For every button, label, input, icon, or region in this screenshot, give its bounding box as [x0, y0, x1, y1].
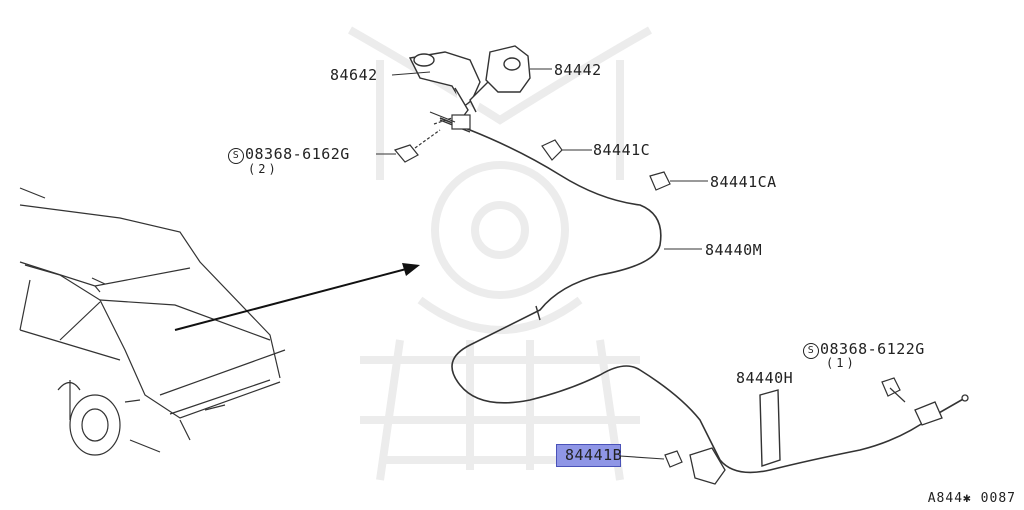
qty-lower: (1)	[826, 356, 857, 370]
bracket-lever-84642	[408, 51, 481, 119]
watermark-logo	[348, 26, 652, 481]
highlight-box	[556, 444, 621, 467]
label-84642[interactable]: 84642	[330, 66, 378, 84]
opener-cable	[439, 117, 966, 474]
screw-symbol-icon: S	[803, 343, 819, 359]
qty-upper: (2)	[248, 162, 279, 176]
label-84442[interactable]: 84442	[554, 61, 602, 79]
bolt-lower-code: 08368-6122G	[820, 340, 925, 358]
leader-lines	[376, 68, 708, 460]
label-84440m[interactable]: 84440M	[705, 241, 763, 259]
label-84441c[interactable]: 84441C	[593, 141, 651, 159]
bolt-upper-code: 08368-6162G	[245, 145, 350, 163]
bolt-lower	[881, 377, 906, 403]
pointer-arrow	[174, 263, 420, 331]
screw-symbol-icon: S	[228, 148, 244, 164]
bracket-84442	[469, 45, 531, 113]
clip-84441c	[541, 139, 563, 161]
grommet-84440h	[759, 389, 781, 467]
cable-top-end	[429, 111, 471, 130]
label-84441b[interactable]: 84441B	[565, 446, 623, 464]
reference-code: A844✱ 0087	[927, 491, 1016, 506]
bolt-upper	[393, 129, 441, 163]
label-84440h[interactable]: 84440H	[736, 369, 794, 387]
clip-84441ca	[649, 171, 671, 191]
label-84441ca[interactable]: 84441CA	[710, 173, 777, 191]
clip-84441b	[664, 450, 683, 468]
latch-end	[689, 394, 969, 485]
car-body	[19, 187, 286, 456]
